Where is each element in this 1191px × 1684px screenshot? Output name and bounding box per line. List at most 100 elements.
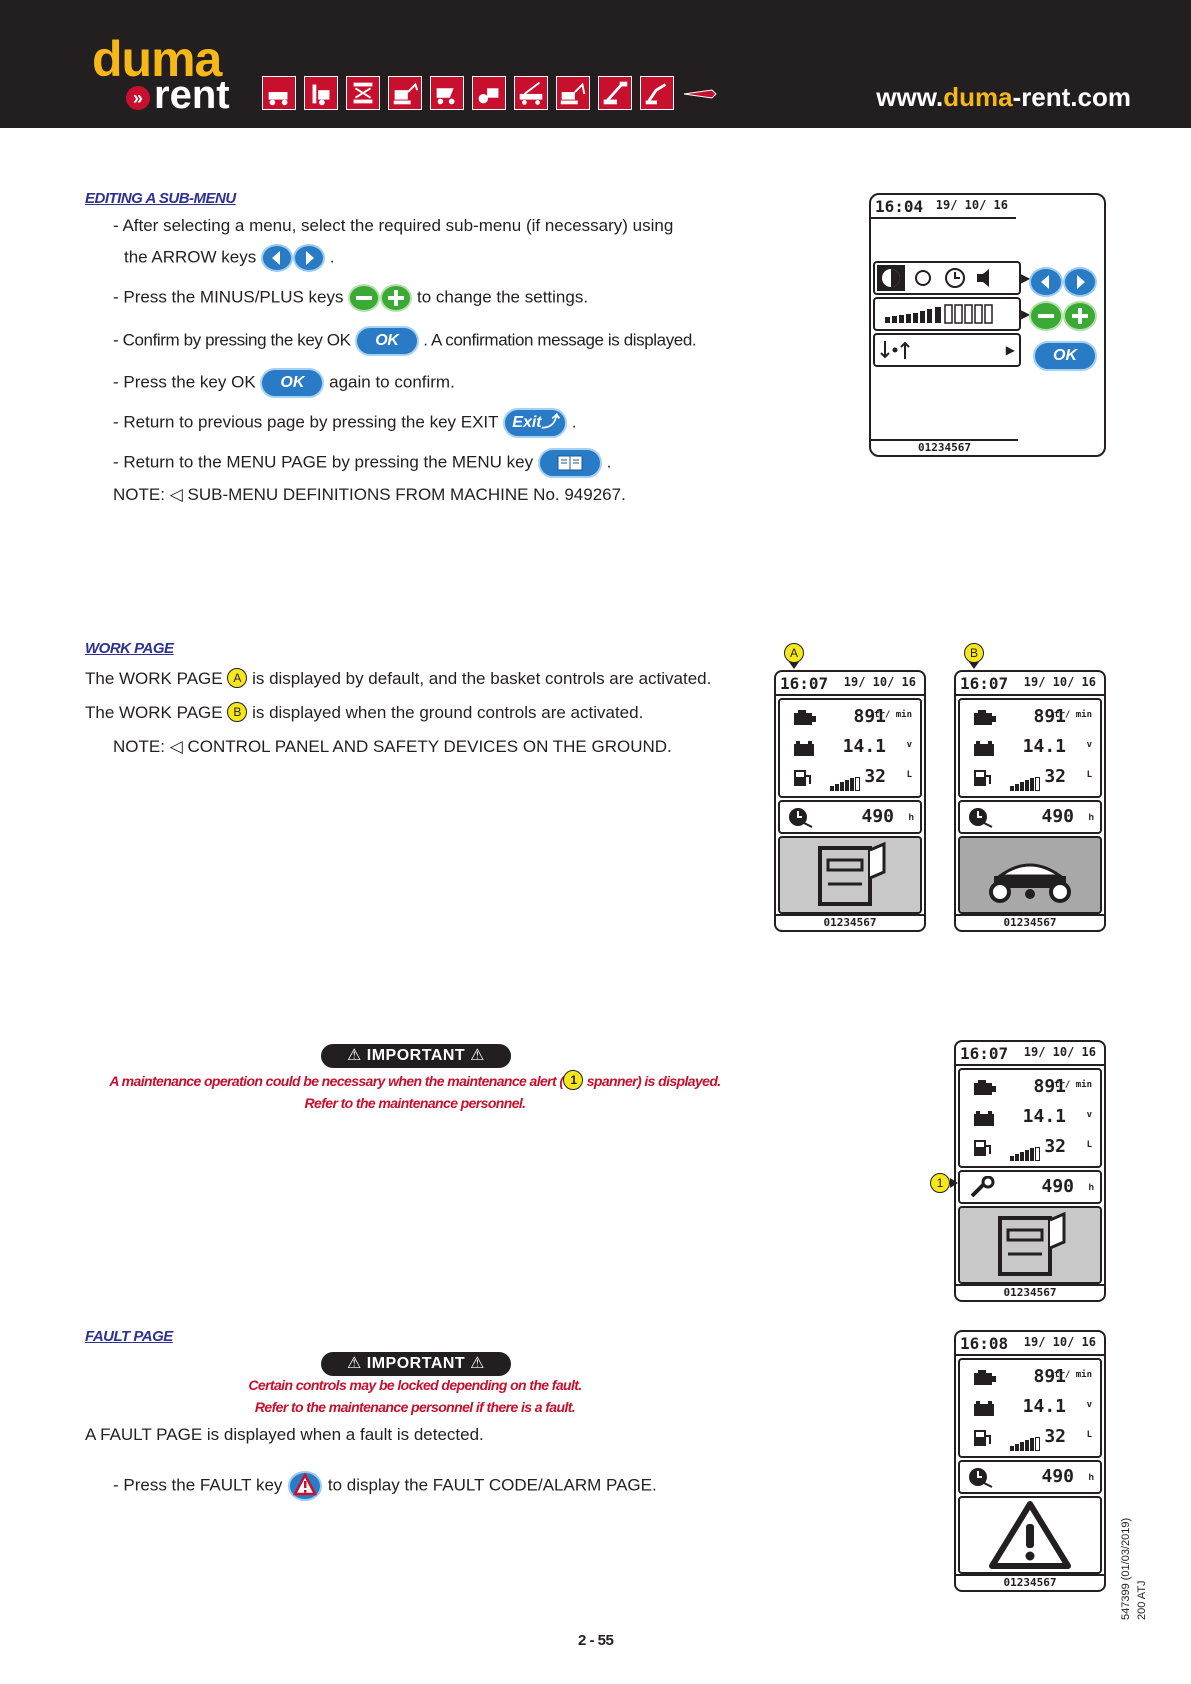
menu-settings-row [873, 261, 1021, 295]
callout-a: A [227, 668, 248, 688]
basket-illustration [778, 836, 922, 914]
callout-pointer [950, 1178, 958, 1188]
page-header [0, 0, 1191, 128]
logo-duma-text: duma [92, 31, 222, 87]
section-heading-fault: FAULT PAGE [85, 1328, 173, 1345]
setting-mode-icons [877, 265, 989, 291]
menu-level-row [873, 297, 1021, 331]
screen-serial: 01234567 [956, 1284, 1104, 1300]
callout-pointer [789, 662, 799, 669]
menu-screen-keys [1029, 267, 1097, 297]
basket-icon [818, 841, 886, 906]
callout-b: B [227, 702, 248, 722]
arrow-left-key-icon [261, 244, 293, 272]
telehandler-icon [262, 76, 296, 110]
maintenance-warning-line-2: Refer to the maintenance personnel. [304, 1095, 527, 1111]
screen-date: 19/ 10/ 16 [1023, 675, 1096, 689]
model-reference: 200 ATJ [1136, 1580, 1148, 1620]
fuel-pump-icon [974, 1140, 991, 1156]
road-sweeper-icon [682, 76, 718, 110]
editing-line-2: the ARROW keys . [124, 244, 334, 272]
hour-meter-icon [969, 808, 993, 828]
plus-key-icon [1063, 301, 1097, 331]
logo-rent-text: rent [154, 73, 230, 117]
submenu-arrow-icon: ▶ [1005, 343, 1015, 357]
engine-icon [794, 710, 816, 725]
warning-triangle-icon: ⚠ [346, 1047, 362, 1064]
ground-control-illustration [958, 836, 1102, 914]
ok-key-icon: OK [354, 326, 419, 356]
engine-icon [974, 1370, 996, 1385]
important-badge: ⚠ IMPORTANT ⚠ [321, 1044, 511, 1068]
fuel-pump-icon [794, 770, 811, 786]
screen-date: 19/ 10/ 16 [843, 675, 916, 689]
work-line-2: The WORK PAGE B is displayed when the gr… [85, 702, 644, 722]
work-line-1: The WORK PAGE A is displayed by default,… [85, 668, 712, 688]
machine-chassis-icon [989, 863, 1071, 903]
reference-pointer-icon: ◁ [169, 737, 183, 756]
menu-screen-ok-key: OK [1033, 341, 1097, 371]
hour-meter-icon [969, 1468, 993, 1488]
minus-key-icon [1029, 301, 1063, 331]
editing-line-1: - After selecting a menu, select the req… [113, 216, 674, 235]
boom-lift-icon [598, 76, 632, 110]
basket-illustration [958, 1206, 1102, 1284]
menu-key-icon [537, 448, 602, 478]
work-note: NOTE: ◁ CONTROL PANEL AND SAFETY DEVICES… [113, 737, 672, 756]
callout-pointer [969, 662, 979, 669]
website-url[interactable]: www.duma-rent.com [876, 82, 1131, 112]
editing-line-5: - Press the key OK OK again to confirm. [113, 368, 455, 398]
screen-time: 16:08 [960, 1334, 1009, 1353]
fuel-pump-icon [974, 1430, 991, 1446]
menu-screen: 16:04 19/ 10/ 16 ▶ ▶ ▶ OK 01234567 [869, 193, 1106, 457]
warning-triangle-icon: ⚠ [346, 1355, 362, 1372]
menu-screen-keys-minus-plus [1029, 301, 1097, 331]
screen-date: 19/ 10/ 16 [1023, 1045, 1096, 1059]
spanner-icon [970, 1176, 995, 1198]
fault-warning-line-2: Refer to the maintenance personnel if th… [254, 1399, 576, 1415]
fault-line-2: - Press the FAULT key to display the FAU… [113, 1470, 657, 1502]
scissor-lift-icon [346, 76, 380, 110]
screen-serial: 01234567 [956, 914, 1104, 930]
screen-serial: 01234567 [956, 1574, 1104, 1590]
logo-chevron: » [126, 86, 150, 110]
fault-line-1: A FAULT PAGE is displayed when a fault i… [85, 1425, 484, 1444]
fault-warning-line-1: Certain controls may be locked depending… [248, 1377, 582, 1393]
exit-key-icon: Exit⤴ [502, 408, 567, 438]
hour-meter-icon [789, 808, 813, 828]
editing-line-4: - Confirm by pressing the key OK OK . A … [113, 326, 697, 356]
editing-note: NOTE: ◁ SUB-MENU DEFINITIONS FROM MACHIN… [113, 485, 626, 504]
warning-triangle-icon: ⚠ [470, 1047, 485, 1064]
screen-callout-b: B [964, 643, 984, 663]
engine-icon [974, 710, 996, 725]
doc-reference: 547399 (01/03/2019) [1120, 1517, 1132, 1620]
screen-callout-a: A [784, 643, 804, 663]
crane-truck-icon [514, 76, 548, 110]
screen-date: 19/ 10/ 16 [1023, 1335, 1096, 1349]
hour-meter-box: 490 h [778, 800, 922, 834]
screen-time: 16:07 [960, 1044, 1009, 1063]
screen-time: 16:04 [875, 197, 924, 216]
excavator-icon [556, 76, 590, 110]
menu-adjust-row: ▶ [873, 333, 1021, 367]
mini-excavator-icon [388, 76, 422, 110]
dumper-icon [430, 76, 464, 110]
compactor-icon [472, 76, 506, 110]
ok-key-icon: OK [1033, 341, 1097, 371]
fuel-bars-icon [1009, 772, 1040, 791]
section-heading-editing: EDITING A SUB-MENU [85, 190, 236, 207]
